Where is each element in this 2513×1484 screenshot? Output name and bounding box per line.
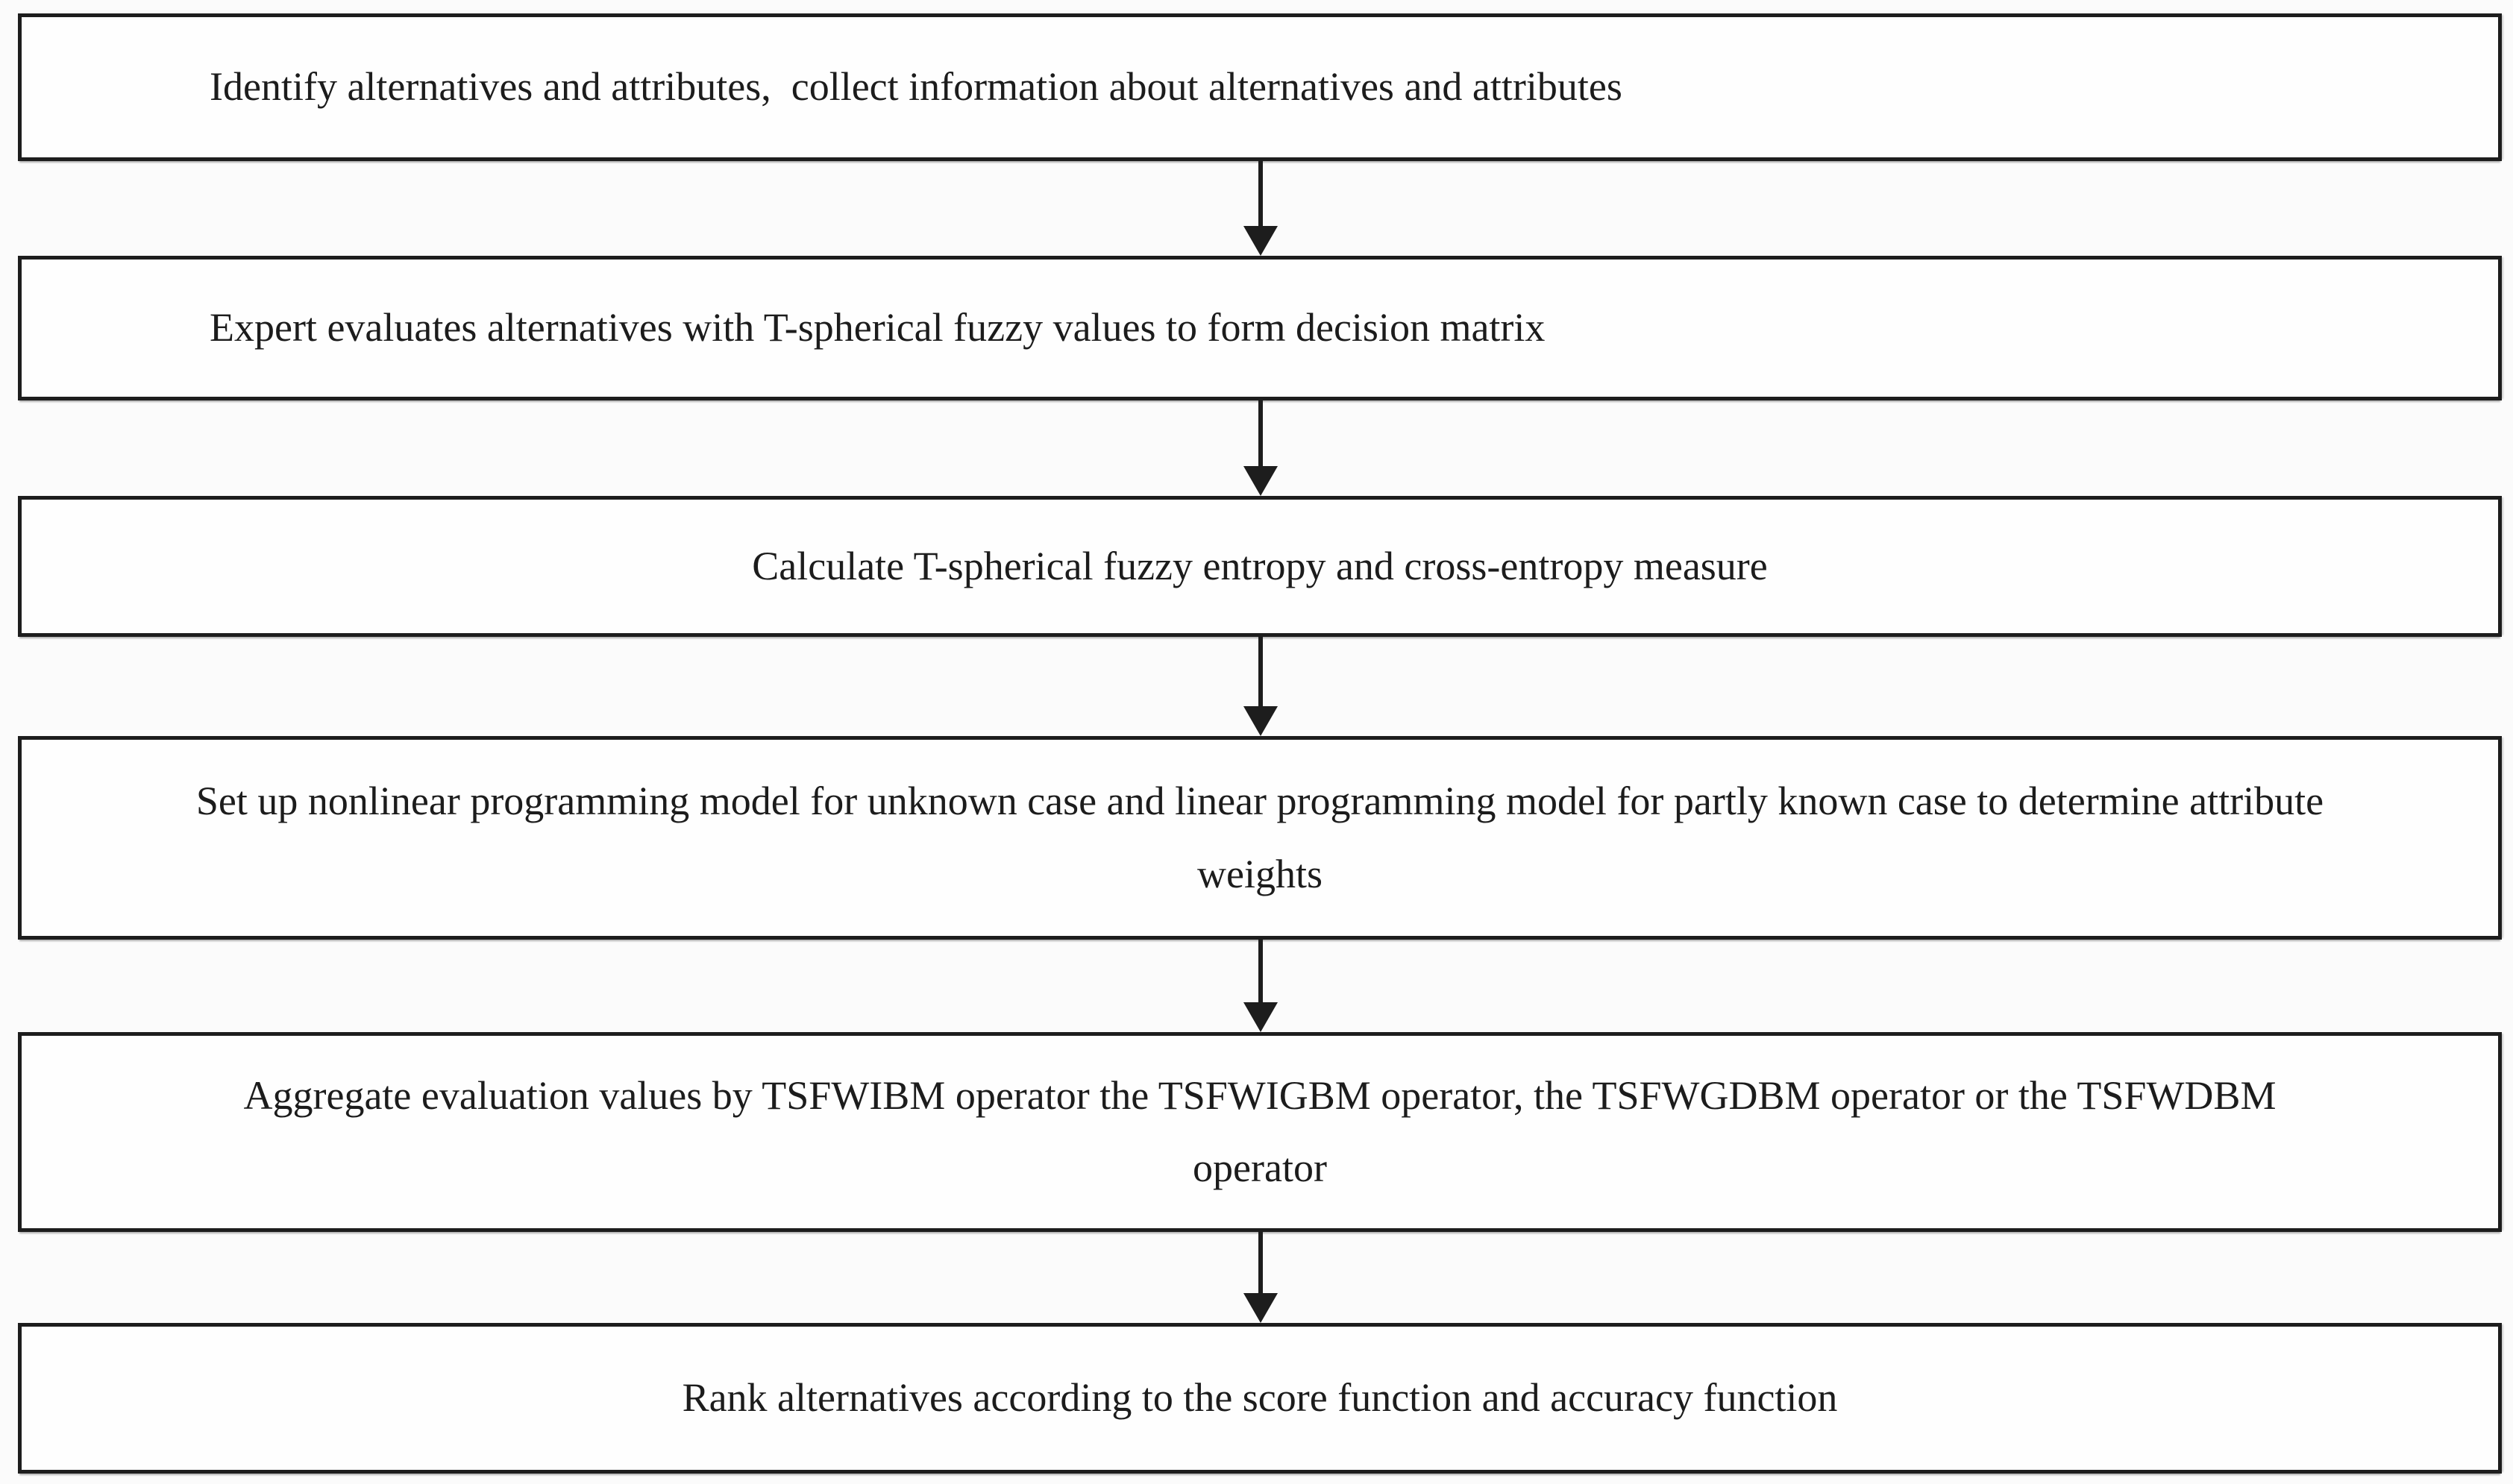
flow-arrow-2 xyxy=(1243,400,1278,496)
flow-step-identify-alternatives: Identify alternatives and attributes, co… xyxy=(18,13,2502,161)
flow-step-text: Aggregate evaluation values by TSFWIBM o… xyxy=(243,1072,2277,1190)
flow-step-aggregate-values: Aggregate evaluation values by TSFWIBM o… xyxy=(18,1032,2502,1232)
flow-step-text: Identify alternatives and attributes, co… xyxy=(210,64,1622,110)
arrow-stem xyxy=(1258,940,1263,1010)
arrow-down-icon xyxy=(1243,1002,1278,1032)
flow-step-programming-model: Set up nonlinear programming model for u… xyxy=(18,736,2502,940)
arrow-stem xyxy=(1258,637,1263,714)
flow-step-text: Rank alternatives according to the score… xyxy=(682,1375,1838,1421)
arrow-stem xyxy=(1258,161,1263,233)
arrow-stem xyxy=(1258,400,1263,474)
flow-step-text: Expert evaluates alternatives with T-sph… xyxy=(210,305,1546,350)
flow-step-text: Calculate T-spherical fuzzy entropy and … xyxy=(752,543,1768,588)
arrow-stem xyxy=(1258,1232,1263,1301)
flow-step-text: Set up nonlinear programming model for u… xyxy=(195,779,2324,896)
flow-arrow-3 xyxy=(1243,637,1278,736)
flow-step-expert-evaluates: Expert evaluates alternatives with T-sph… xyxy=(18,256,2502,400)
flow-arrow-1 xyxy=(1243,161,1278,256)
arrow-down-icon xyxy=(1243,226,1278,256)
flow-arrow-4 xyxy=(1243,940,1278,1032)
arrow-down-icon xyxy=(1243,466,1278,496)
flow-step-rank-alternatives: Rank alternatives according to the score… xyxy=(18,1323,2502,1474)
arrow-down-icon xyxy=(1243,706,1278,736)
flow-arrow-5 xyxy=(1243,1232,1278,1323)
arrow-down-icon xyxy=(1243,1293,1278,1323)
flow-step-calculate-entropy: Calculate T-spherical fuzzy entropy and … xyxy=(18,496,2502,637)
